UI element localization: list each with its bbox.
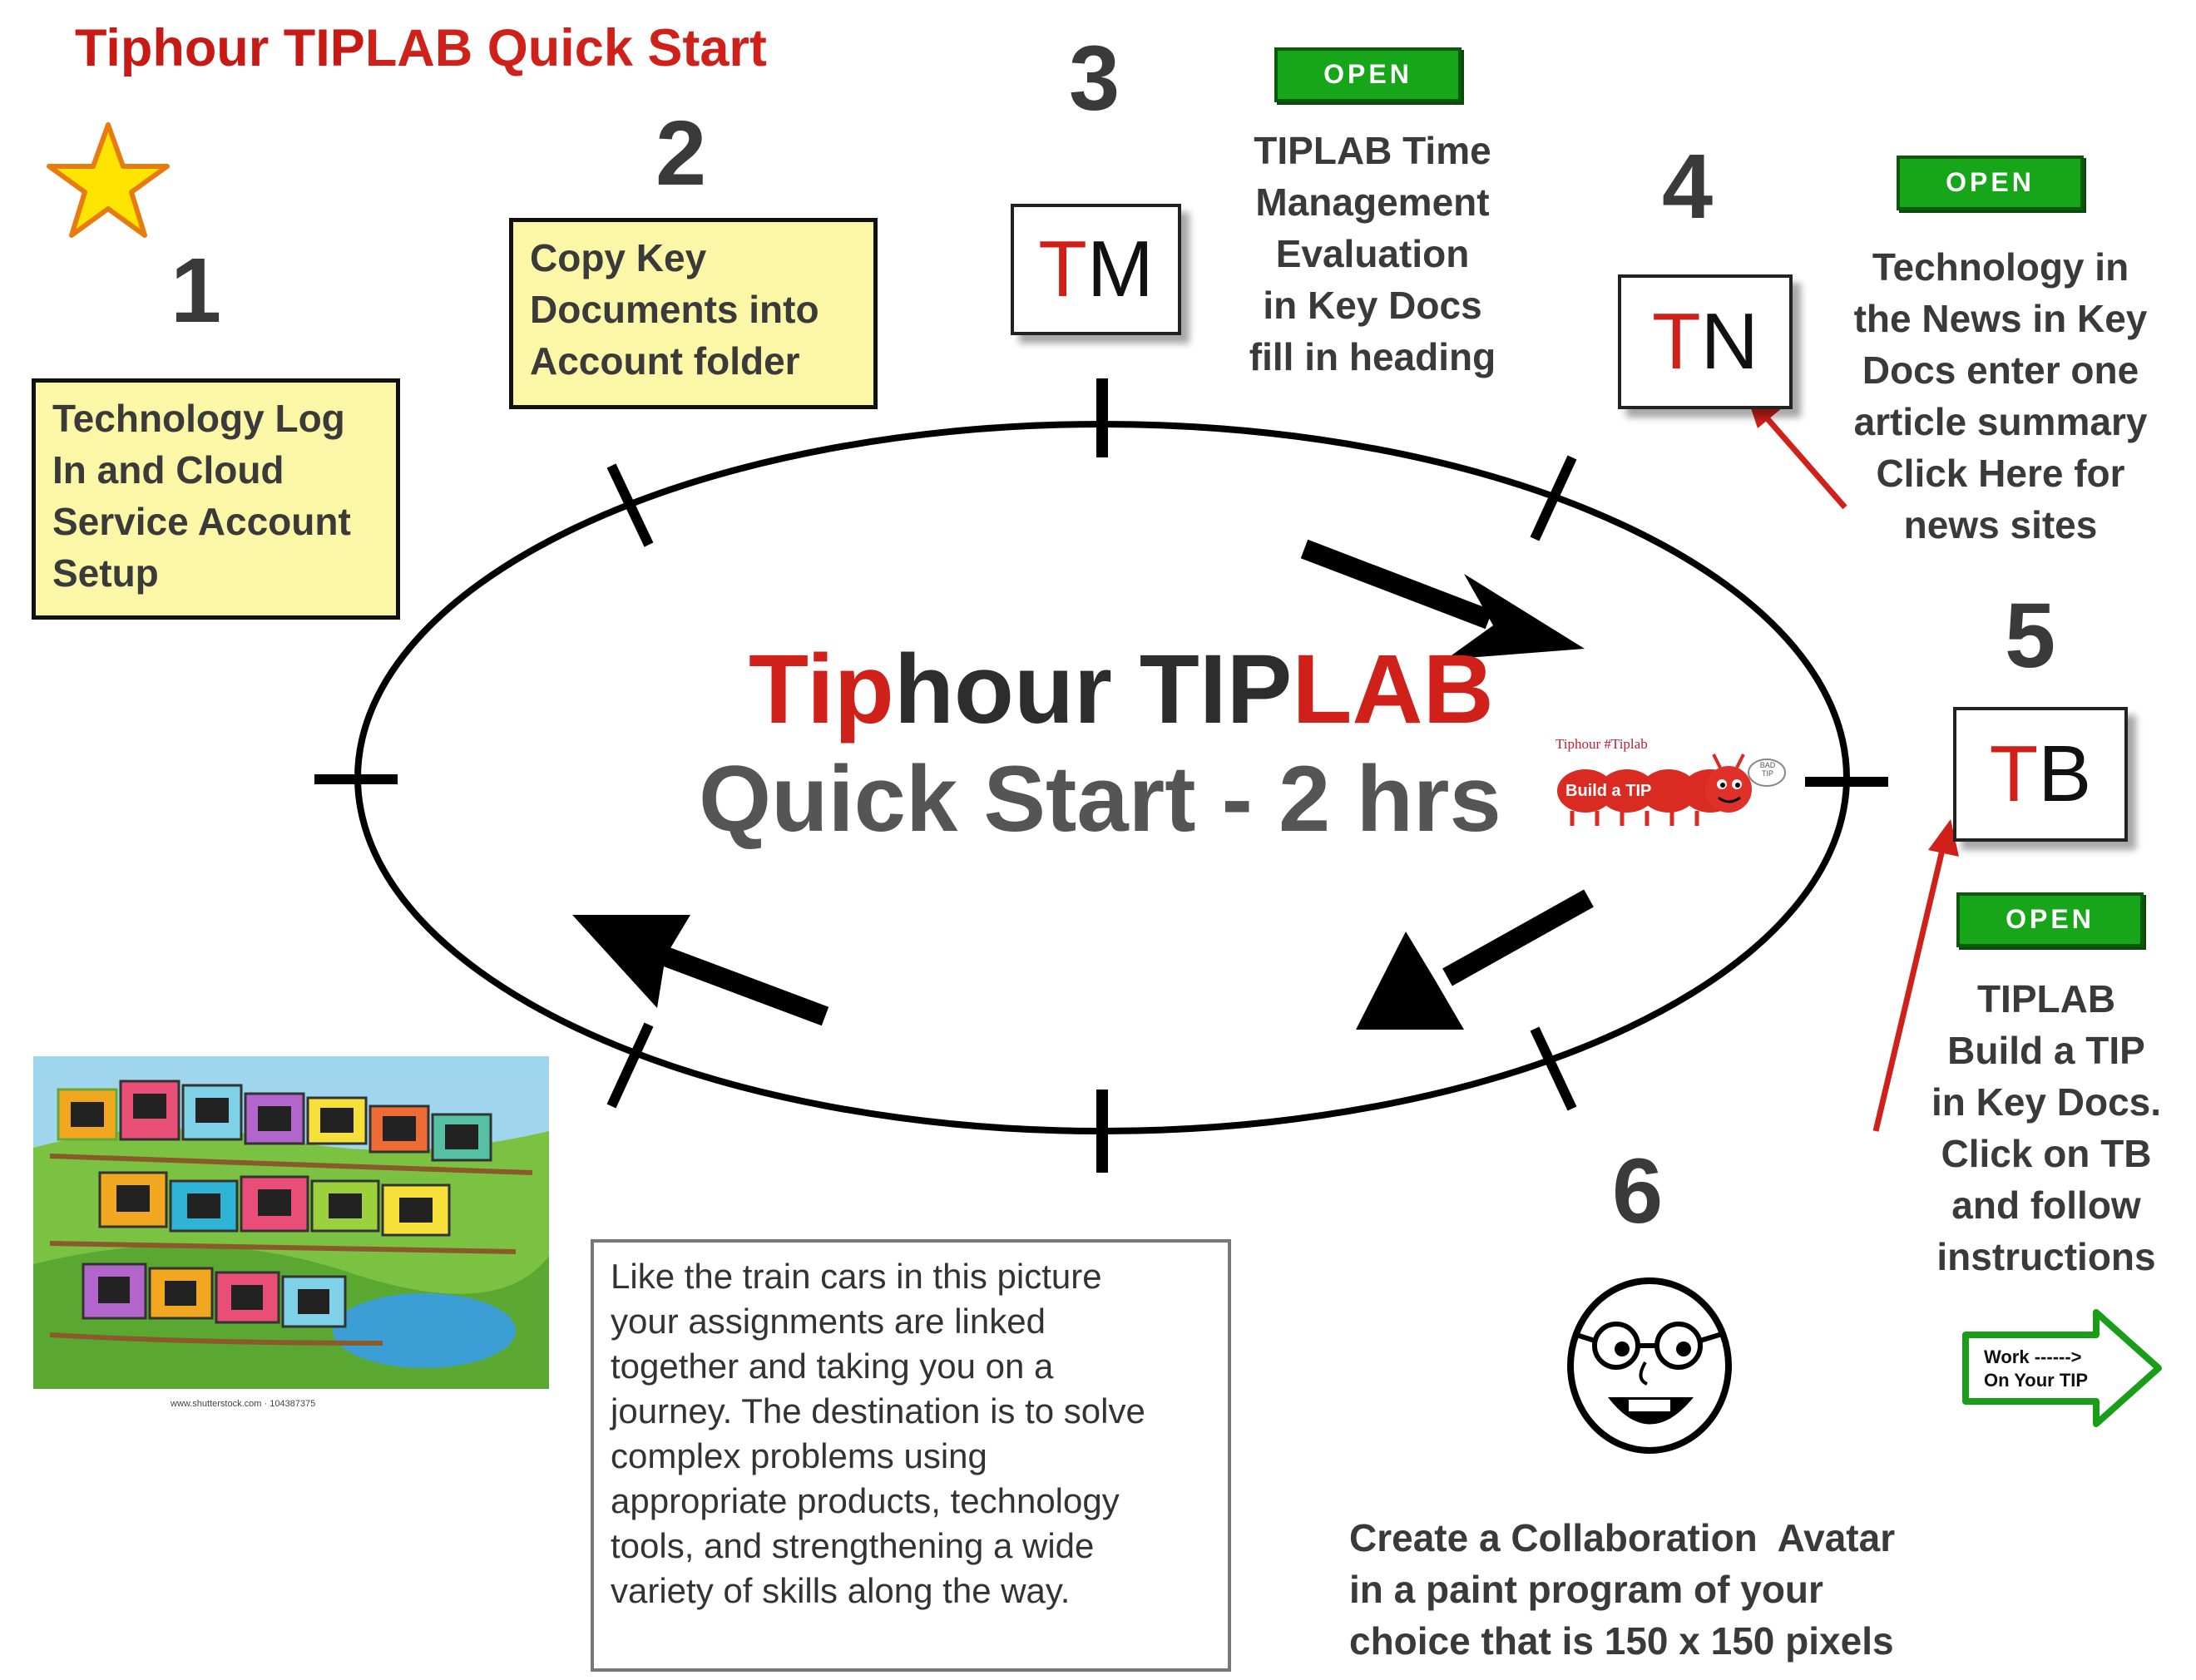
story-line: appropriate products, technology [611, 1481, 1120, 1520]
step-5-line: Click on TB [1941, 1132, 2152, 1175]
step-4-line: Technology in [1872, 245, 2129, 289]
avatar-face-icon [1567, 1277, 1732, 1454]
tm-tile-letter-m: M [1086, 225, 1154, 314]
story-line: complex problems using [611, 1436, 987, 1475]
logo-bubble-text: BAD TIP [1759, 761, 1776, 778]
center-title-tip: Tip [749, 635, 894, 744]
step-2-number: 2 [655, 102, 707, 205]
page-title-part2: LAB Quick Start [364, 19, 767, 77]
step-5-line: and follow [1951, 1183, 2141, 1227]
tn-tile-letter-t: T [1652, 297, 1701, 386]
direction-arrow-lower-left [572, 915, 829, 1026]
story-line: your assignments are linked [611, 1302, 1046, 1341]
step-5-line: in Key Docs. [1931, 1080, 2162, 1124]
step-2-note: Copy Key Documents into Account folder [509, 218, 878, 409]
step-2-line: Documents into [530, 288, 819, 331]
tb-tile-letter-t: T [1989, 729, 2039, 818]
story-line: together and taking you on a [611, 1346, 1054, 1386]
step-5-description: TIPLAB Build a TIP in Key Docs. Click on… [1897, 973, 2196, 1282]
step-1-number: 1 [171, 240, 222, 342]
work-arrow-line: On Your TIP [1984, 1370, 2089, 1391]
step-1-line: In and Cloud [52, 448, 284, 492]
tn-tile-letter-n: N [1700, 297, 1758, 386]
step-3-number: 3 [1069, 27, 1120, 130]
step-4-description: Technology in the News in Key Docs enter… [1813, 241, 2188, 551]
step-4-news-sites-link[interactable]: news sites [1903, 503, 2098, 546]
story-line: journey. The destination is to solve [611, 1391, 1145, 1430]
train-story-box: Like the train cars in this picture your… [591, 1239, 1231, 1672]
train-picture-credit: www.shutterstock.com · 104387375 [171, 1399, 316, 1409]
tick-upper-right [1530, 455, 1577, 541]
page-title-part1: Tiphour TIP [75, 19, 365, 77]
story-line: variety of skills along the way. [611, 1571, 1071, 1610]
logo-top-text: Tiphour #Tiplab [1556, 736, 1648, 752]
center-subtitle: Quick Start - 2 hrs [699, 747, 1501, 851]
caterpillar-icon [1557, 754, 1786, 826]
center-title: Tiphour TIPLAB [749, 640, 1494, 739]
step-4-line: the News in Key [1853, 297, 2148, 340]
step-3-description: TIPLAB Time Management Evaluation in Key… [1198, 125, 1547, 383]
step-2-line: Copy Key [530, 236, 707, 279]
step-6-line: Create a Collaboration Avatar [1349, 1516, 1896, 1559]
star-icon [47, 122, 170, 238]
logo-body-text: Build a TIP [1565, 782, 1652, 800]
tick-lower-left [606, 1022, 654, 1109]
tb-tile-letter-b: B [2038, 729, 2092, 818]
page-title: Tiphour TIPLAB Quick Start [75, 18, 767, 78]
tick-lower-right [1530, 1026, 1577, 1111]
step-6-number: 6 [1612, 1140, 1664, 1243]
direction-arrow-upper-right [1300, 539, 1585, 660]
step-5-line: Build a TIP [1947, 1029, 2145, 1072]
pointer-arrow-tb [1872, 819, 1959, 1132]
center-title-hour: hour TIP [893, 635, 1293, 744]
work-on-your-tip-arrow-button[interactable]: Work ------> On Your TIP [1959, 1306, 2167, 1430]
step-4-number: 4 [1662, 136, 1714, 238]
step-6-line: choice that is 150 x 150 pixels [1349, 1619, 1894, 1663]
direction-arrow-lower-right [1356, 889, 1594, 1030]
step-6-caption: Create a Collaboration Avatar in a paint… [1349, 1512, 2181, 1667]
train-picture [33, 1056, 549, 1389]
center-title-lab: LAB [1292, 635, 1494, 744]
step-1-line: Setup [52, 551, 159, 595]
work-arrow-line: Work ------> [1984, 1346, 2082, 1367]
step-3-line: Evaluation [1275, 232, 1470, 275]
step-5-line: instructions [1936, 1235, 2156, 1278]
step-1-line: Service Account [52, 500, 351, 543]
train-illustration [33, 1056, 549, 1389]
step-3-line: fill in heading [1249, 335, 1496, 378]
step-3-open-button[interactable]: OPEN [1274, 47, 1462, 102]
step-3-line: Management [1255, 180, 1490, 224]
step-6-line: in a paint program of your [1349, 1568, 1823, 1611]
step-4-line: Docs enter one [1862, 348, 2139, 392]
step-4-news-sites-link[interactable]: Click Here for [1876, 452, 2125, 495]
green-arrow-icon [1962, 1309, 2162, 1427]
step-3-line: TIPLAB Time [1254, 129, 1491, 172]
step-5-number: 5 [2005, 585, 2056, 687]
tick-upper-left [606, 463, 654, 547]
step-1-note: Technology Log In and Cloud Service Acco… [32, 378, 400, 620]
step-2-line: Account folder [530, 339, 800, 383]
step-1-line: Technology Log [52, 397, 345, 440]
step-4-line: article summary [1853, 400, 2148, 443]
build-a-tip-logo: Tiphour #Tiplab Build a TIP BAD TIP [1547, 736, 1788, 828]
step-5-line: TIPLAB [1976, 977, 2116, 1020]
story-line: tools, and strengthening a wide [611, 1526, 1095, 1565]
work-arrow-text: Work ------> On Your TIP [1984, 1346, 2088, 1392]
step-3-line: in Key Docs [1263, 284, 1482, 327]
tm-tile-letter-t: T [1038, 225, 1087, 314]
step-4-open-button[interactable]: OPEN [1897, 156, 2084, 210]
step-5-open-button[interactable]: OPEN [1956, 892, 2144, 947]
story-line: Like the train cars in this picture [611, 1257, 1102, 1296]
